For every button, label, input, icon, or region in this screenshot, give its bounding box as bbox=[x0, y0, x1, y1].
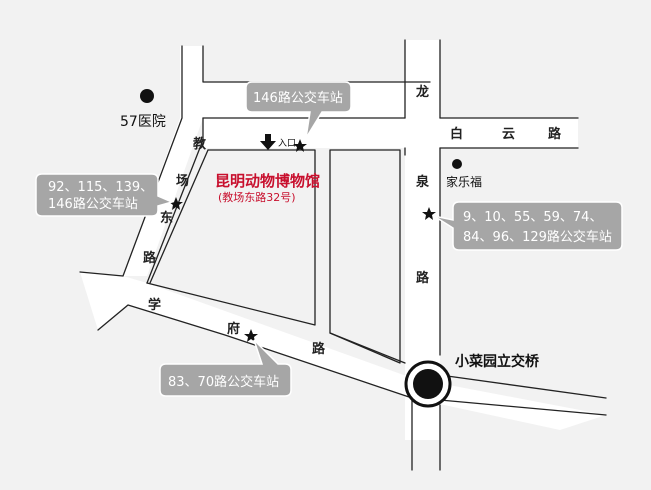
museum-name: 昆明动物博物馆 bbox=[215, 172, 320, 190]
road-label-baiyun-2: 云 bbox=[502, 127, 515, 142]
bus-stop-east-star-icon bbox=[422, 207, 436, 220]
hospital-label: 57医院 bbox=[120, 114, 166, 130]
bus-stop-callout-east: 9、10、55、59、74、 84、96、129路公交车站 bbox=[433, 201, 623, 251]
museum: 昆明动物博物馆 (教场东路32号) bbox=[215, 172, 320, 204]
road-xuefu-lu bbox=[80, 272, 606, 430]
bus-stop-callout-north: 146路公交车站 bbox=[245, 81, 352, 139]
bus-stop-callout-south: 83、70路公交车站 bbox=[159, 339, 292, 397]
jialefu-dot-icon bbox=[452, 159, 462, 169]
road-baiyun-lu bbox=[203, 118, 578, 148]
bus-stop-west-line-1: 92、115、139、 bbox=[48, 180, 153, 195]
road-longquan-lu bbox=[405, 40, 440, 440]
bus-stop-callout-west: 92、115、139、 146路公交车站 bbox=[35, 173, 175, 217]
bus-stop-west-star-icon bbox=[169, 197, 183, 210]
road-label-jiaochang-3: 东 bbox=[160, 210, 173, 226]
road-network bbox=[80, 40, 606, 440]
road-label-xuefu-2: 府 bbox=[227, 321, 240, 337]
road-labels: 教 场 东 路 白 云 路 龙 泉 路 学 府 路 bbox=[143, 84, 562, 357]
road-label-longquan-3: 路 bbox=[416, 270, 430, 286]
hospital-dot-icon bbox=[140, 89, 154, 103]
road-label-jiaochang-2: 场 bbox=[176, 174, 189, 189]
road-jiaochang-donglu bbox=[123, 46, 203, 276]
jialefu-label: 家乐福 bbox=[446, 174, 482, 189]
museum-address: (教场东路32号) bbox=[218, 190, 296, 204]
road-label-longquan-2: 泉 bbox=[416, 174, 430, 190]
road-label-jiaochang-1: 教 bbox=[192, 136, 207, 152]
bus-stop-markers bbox=[169, 139, 436, 342]
entrance: 入口 bbox=[260, 134, 296, 150]
interchange bbox=[404, 360, 452, 408]
bus-stop-south-line-1: 83、70路公交车站 bbox=[168, 374, 279, 390]
entrance-label: 入口 bbox=[278, 138, 296, 149]
road-label-longquan-1: 龙 bbox=[416, 84, 429, 100]
road-label-baiyun-1: 白 bbox=[450, 126, 463, 142]
callouts: 146路公交车站 92、115、139、 146路公交车站 9、10、55、59… bbox=[35, 81, 623, 397]
bus-stop-north-star-icon bbox=[293, 139, 307, 152]
bus-stop-north-line-1: 146路公交车站 bbox=[253, 90, 343, 106]
entrance-arrow-icon bbox=[260, 134, 276, 150]
bus-stop-east-line-1: 9、10、55、59、74、 bbox=[463, 210, 602, 225]
interchange-center bbox=[413, 369, 443, 399]
interchange-label: 小菜园立交桥 bbox=[455, 353, 540, 370]
landmarks: 57医院 家乐福 小菜园立交桥 bbox=[120, 89, 540, 370]
road-label-xuefu-1: 学 bbox=[148, 297, 161, 313]
bus-stop-east-line-2: 84、96、129路公交车站 bbox=[463, 229, 612, 245]
bus-stop-west-line-2: 146路公交车站 bbox=[48, 196, 138, 212]
road-label-baiyun-3: 路 bbox=[548, 126, 562, 142]
road-label-jiaochang-4: 路 bbox=[143, 250, 157, 266]
bus-stop-south-star-icon bbox=[244, 329, 258, 342]
road-label-xuefu-3: 路 bbox=[312, 341, 326, 357]
